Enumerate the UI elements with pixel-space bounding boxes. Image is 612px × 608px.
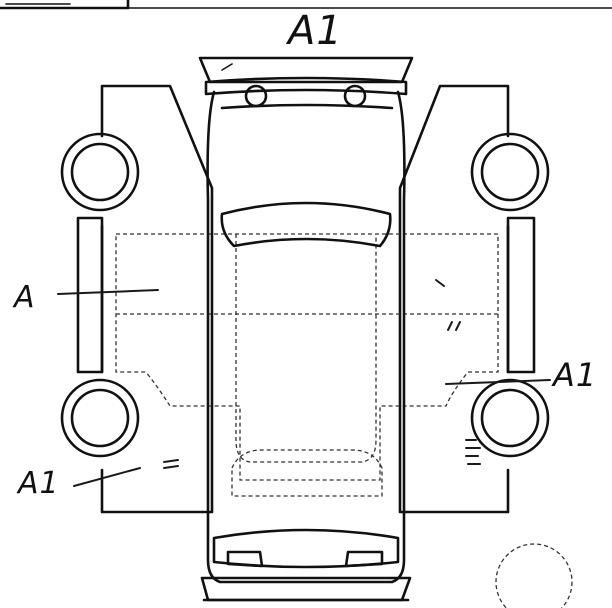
hood-edge bbox=[204, 76, 408, 96]
right-front-wheel-arch bbox=[470, 132, 550, 212]
scratch-mark bbox=[435, 279, 445, 287]
double-tick-mark bbox=[447, 321, 461, 331]
left-rear-wheel-arch bbox=[60, 378, 140, 458]
damage-marks bbox=[57, 179, 551, 487]
right-side-panel bbox=[398, 84, 550, 514]
rear-window bbox=[212, 528, 400, 569]
hatch-mark bbox=[465, 439, 481, 465]
underbody-outline bbox=[115, 233, 499, 497]
right-rear-wheel-arch bbox=[470, 378, 550, 458]
mark-bottom-left: A1 bbox=[18, 466, 60, 501]
header-box bbox=[0, 0, 130, 10]
mark-left: A bbox=[14, 280, 36, 315]
left-side-panel bbox=[60, 84, 214, 514]
equals-mark bbox=[163, 459, 179, 469]
left-front-wheel bbox=[70, 142, 130, 202]
right-headlight bbox=[343, 84, 367, 108]
right-rear-wheel bbox=[480, 388, 540, 448]
leader-line-bottom bbox=[73, 467, 141, 487]
car-body bbox=[198, 56, 414, 602]
mark-right: A1 bbox=[553, 356, 598, 394]
leader-line-right bbox=[445, 379, 551, 385]
left-front-wheel-arch bbox=[60, 132, 140, 212]
right-taillight bbox=[344, 550, 384, 568]
stamp-circle bbox=[495, 543, 573, 608]
right-front-wheel bbox=[480, 142, 540, 202]
leader-line-left bbox=[57, 289, 159, 295]
left-taillight bbox=[226, 550, 264, 568]
windshield bbox=[220, 201, 392, 248]
left-rear-wheel bbox=[70, 388, 130, 448]
mark-top: A1 bbox=[288, 8, 343, 54]
left-headlight bbox=[244, 84, 268, 108]
